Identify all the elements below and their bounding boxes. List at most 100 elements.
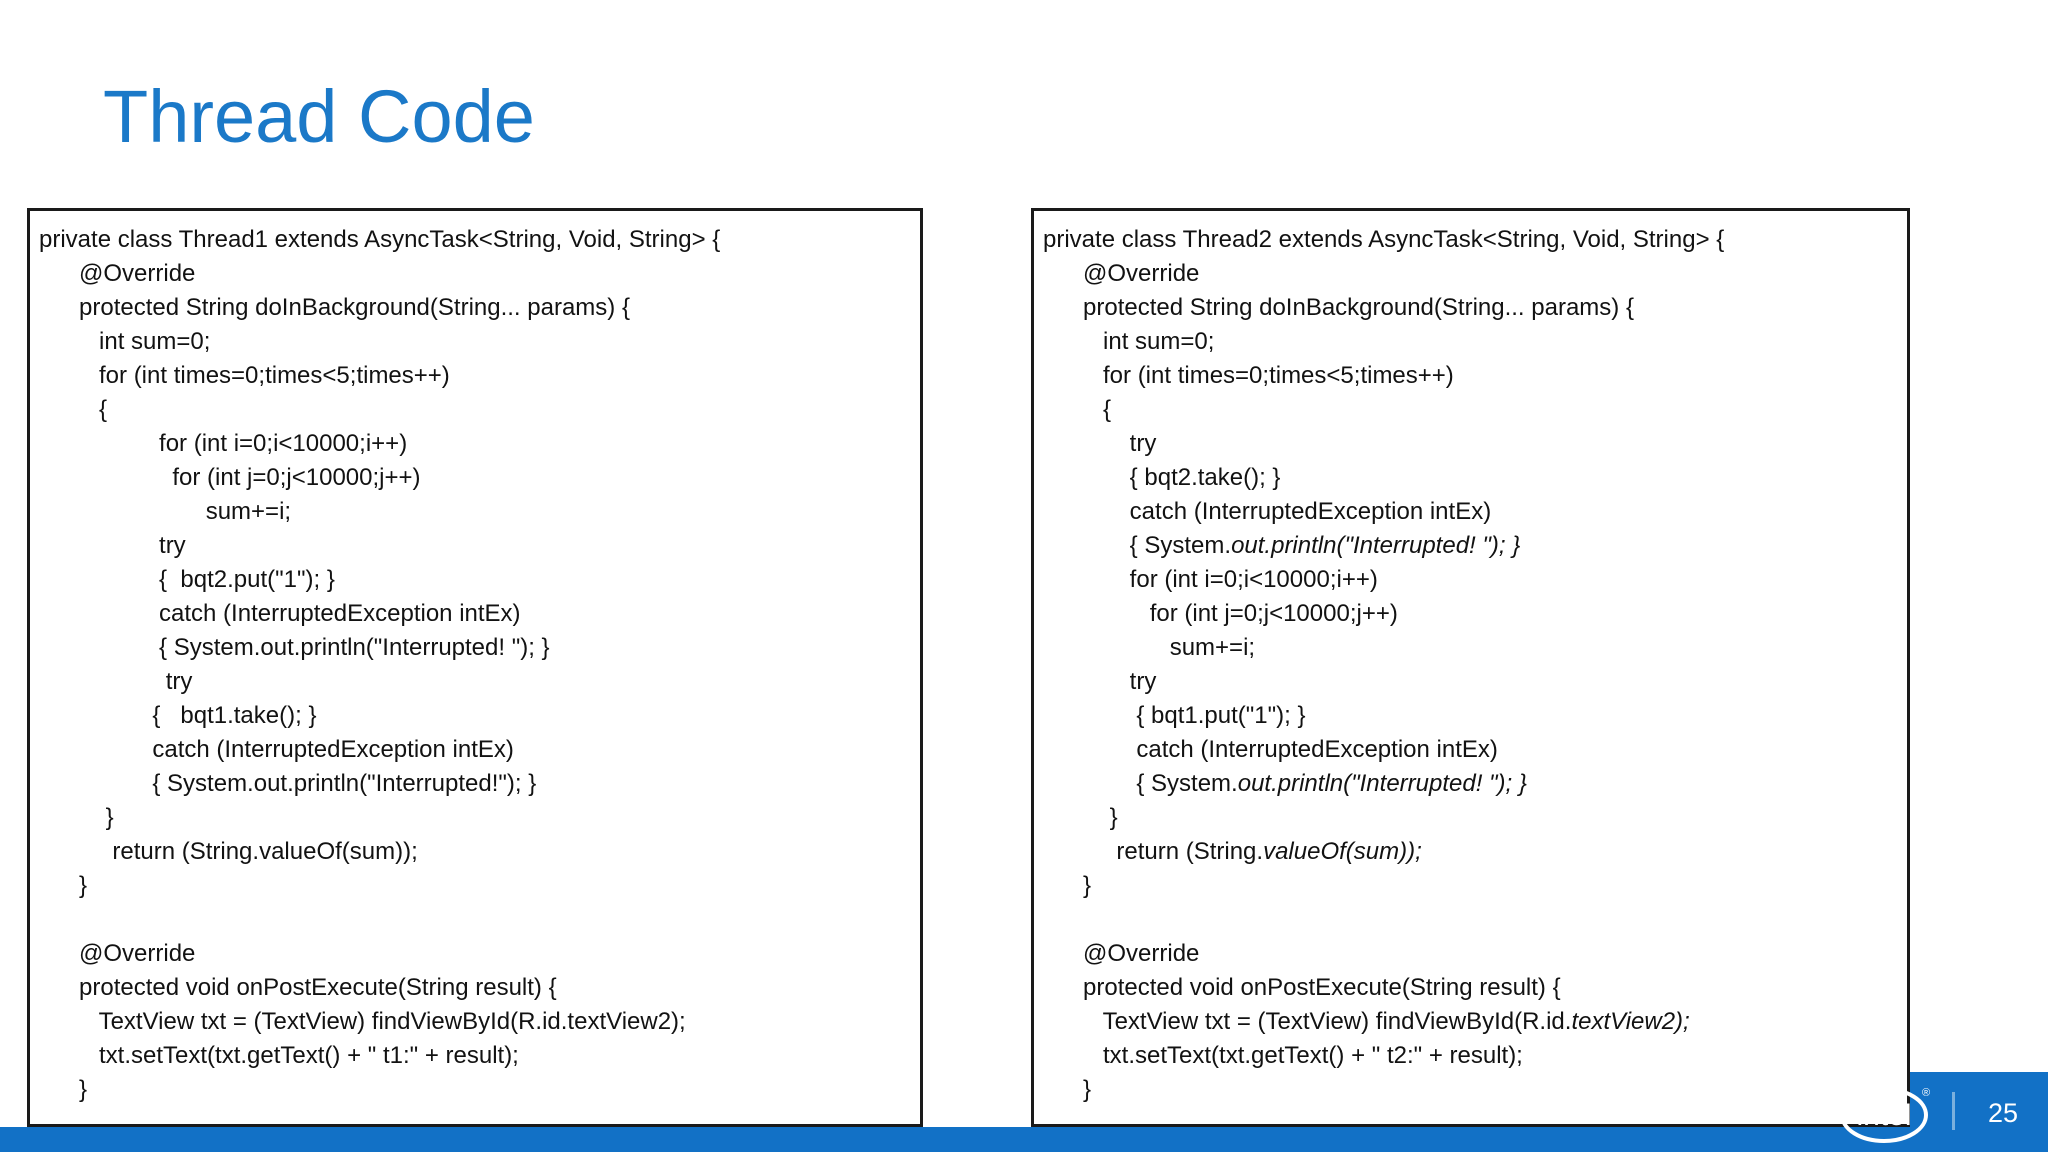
registered-mark-icon: ® xyxy=(1922,1087,1930,1099)
code-segment: } xyxy=(39,1076,88,1103)
code-line: sum+=i; xyxy=(1043,631,1901,665)
code-segment: { System. xyxy=(1043,770,1238,797)
code-segment: return (String.valueOf(sum)); xyxy=(39,838,418,865)
code-line: private class Thread2 extends AsyncTask<… xyxy=(1043,223,1901,257)
code-line: for (int j=0;j<10000;j++) xyxy=(1043,597,1901,631)
code-line: int sum=0; xyxy=(39,325,914,359)
code-line: { bqt1.put("1"); } xyxy=(1043,699,1901,733)
code-line: TextView txt = (TextView) findViewById(R… xyxy=(39,1005,914,1039)
code-line: catch (InterruptedException intEx) xyxy=(1043,733,1901,767)
code-segment: TextView txt = (TextView) findViewById(R… xyxy=(1043,1008,1572,1035)
code-segment: txt.setText(txt.getText() + " t1:" + res… xyxy=(39,1042,519,1069)
code-line: TextView txt = (TextView) findViewById(R… xyxy=(1043,1005,1901,1039)
code-line: } xyxy=(39,1073,914,1107)
code-line: { bqt2.take(); } xyxy=(1043,461,1901,495)
code-line xyxy=(1043,903,1901,937)
code-segment: { xyxy=(1043,396,1112,423)
footer-bar xyxy=(0,1127,2048,1152)
code-segment: { System.out.println("Interrupted!"); } xyxy=(39,770,537,797)
code-line: @Override xyxy=(1043,937,1901,971)
code-segment: } xyxy=(1043,804,1118,831)
code-line: { System.out.println("Interrupted! "); } xyxy=(1043,529,1901,563)
code-line: { System.out.println("Interrupted! "); } xyxy=(1043,767,1901,801)
code-segment: return (String. xyxy=(1043,838,1264,865)
code-line xyxy=(39,903,914,937)
code-segment: { xyxy=(39,396,108,423)
code-line: sum+=i; xyxy=(39,495,914,529)
code-segment: try xyxy=(1043,430,1157,457)
code-segment: for (int times=0;times<5;times++) xyxy=(1043,362,1454,389)
code-line: for (int times=0;times<5;times++) xyxy=(1043,359,1901,393)
code-line: protected void onPostExecute(String resu… xyxy=(1043,971,1901,1005)
code-segment: { bqt2.put("1"); } xyxy=(39,566,335,593)
code-segment: @Override xyxy=(39,940,196,967)
page-title: Thread Code xyxy=(103,75,535,158)
code-line: } xyxy=(1043,1073,1901,1107)
code-line: } xyxy=(39,869,914,903)
code-line: txt.setText(txt.getText() + " t2:" + res… xyxy=(1043,1039,1901,1073)
code-segment: for (int j=0;j<10000;j++) xyxy=(1043,600,1398,627)
code-segment: sum+=i; xyxy=(1043,634,1256,661)
code-segment: catch (InterruptedException intEx) xyxy=(1043,498,1492,525)
code-line: for (int times=0;times<5;times++) xyxy=(39,359,914,393)
code-segment: } xyxy=(39,872,88,899)
code-box-thread1: private class Thread1 extends AsyncTask<… xyxy=(27,208,923,1127)
intel-logo: intel ® xyxy=(1840,1087,1930,1143)
code-line: { xyxy=(1043,393,1901,427)
code-segment: protected String doInBackground(String..… xyxy=(1043,294,1634,321)
code-segment: protected String doInBackground(String..… xyxy=(39,294,630,321)
code-line: { bqt1.take(); } xyxy=(39,699,914,733)
code-line: for (int i=0;i<10000;i++) xyxy=(39,427,914,461)
code-segment: out.println("Interrupted! "); } xyxy=(1231,532,1521,559)
code-line: protected String doInBackground(String..… xyxy=(1043,291,1901,325)
code-segment: TextView txt = (TextView) findViewById(R… xyxy=(39,1008,686,1035)
code-line: catch (InterruptedException intEx) xyxy=(39,733,914,767)
code-segment: try xyxy=(1043,668,1157,695)
code-line: } xyxy=(39,801,914,835)
intel-logo-text: intel xyxy=(1856,1099,1911,1132)
code-segment: for (int i=0;i<10000;i++) xyxy=(39,430,408,457)
code-segment: for (int i=0;i<10000;i++) xyxy=(1043,566,1378,593)
code-line: catch (InterruptedException intEx) xyxy=(39,597,914,631)
code-line: private class Thread1 extends AsyncTask<… xyxy=(39,223,914,257)
code-segment: protected void onPostExecute(String resu… xyxy=(39,974,557,1001)
code-line: protected void onPostExecute(String resu… xyxy=(39,971,914,1005)
code-segment: out.println("Interrupted! "); } xyxy=(1237,770,1527,797)
code-line: return (String.valueOf(sum)); xyxy=(1043,835,1901,869)
code-segment: int sum=0; xyxy=(39,328,211,355)
code-line: return (String.valueOf(sum)); xyxy=(39,835,914,869)
code-segment: private class Thread1 extends AsyncTask<… xyxy=(39,226,721,253)
code-box-thread2: private class Thread2 extends AsyncTask<… xyxy=(1031,208,1910,1127)
code-segment: } xyxy=(1043,872,1092,899)
intel-logo-ellipse xyxy=(1840,1087,1928,1143)
code-line: { xyxy=(39,393,914,427)
code-segment: private class Thread2 extends AsyncTask<… xyxy=(1043,226,1725,253)
code-segment: { System. xyxy=(1043,532,1232,559)
code-segment: catch (InterruptedException intEx) xyxy=(39,600,521,627)
code-segment: @Override xyxy=(1043,260,1200,287)
code-segment: try xyxy=(39,668,193,695)
code-line: for (int i=0;i<10000;i++) xyxy=(1043,563,1901,597)
footer-divider xyxy=(1952,1092,1955,1130)
code-segment: @Override xyxy=(39,260,196,287)
code-segment: for (int times=0;times<5;times++) xyxy=(39,362,450,389)
code-line: try xyxy=(1043,427,1901,461)
code-segment: { System.out.println("Interrupted! "); } xyxy=(39,634,550,661)
code-segment: valueOf(sum)); xyxy=(1263,838,1422,865)
code-line: try xyxy=(39,665,914,699)
code-segment: sum+=i; xyxy=(39,498,292,525)
code-segment: catch (InterruptedException intEx) xyxy=(39,736,514,763)
code-line: @Override xyxy=(1043,257,1901,291)
code-line: } xyxy=(1043,869,1901,903)
code-line: { bqt2.put("1"); } xyxy=(39,563,914,597)
code-line: { System.out.println("Interrupted! "); } xyxy=(39,631,914,665)
code-line: int sum=0; xyxy=(1043,325,1901,359)
code-line: try xyxy=(1043,665,1901,699)
code-segment: protected void onPostExecute(String resu… xyxy=(1043,974,1561,1001)
code-segment: try xyxy=(39,532,186,559)
code-segment: for (int j=0;j<10000;j++) xyxy=(39,464,421,491)
code-line: @Override xyxy=(39,257,914,291)
code-segment: int sum=0; xyxy=(1043,328,1215,355)
code-line: txt.setText(txt.getText() + " t1:" + res… xyxy=(39,1039,914,1073)
